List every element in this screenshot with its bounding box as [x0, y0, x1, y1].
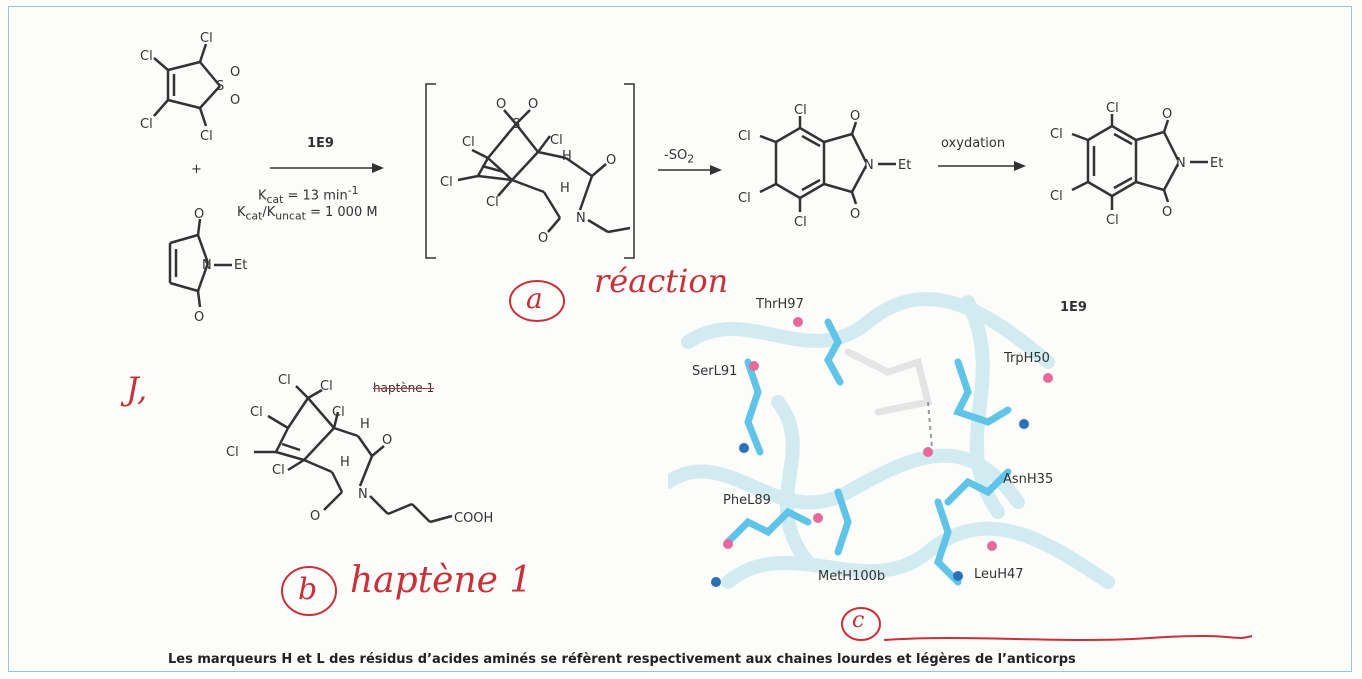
atom-et: Et [1210, 156, 1223, 171]
annotation-b-circle [281, 566, 337, 616]
atom-o: O [382, 433, 392, 448]
residue-label: TrpH50 [1004, 351, 1050, 366]
atom-cl: Cl [794, 215, 807, 230]
annotation-c-underline [883, 635, 1253, 641]
annotation-b-text: haptène 1 [350, 560, 533, 601]
atom-cl: Cl [250, 405, 263, 420]
atom-cl: Cl [1106, 101, 1119, 116]
figure-caption: Les marqueurs H et L des résidus d’acide… [168, 652, 1076, 667]
maleimide-structure: O O N Et [168, 207, 247, 325]
phthalimide-product-structure: Cl Cl Cl Cl O O N Et [1050, 101, 1223, 228]
atom-cl: Cl [440, 175, 453, 190]
annotation-c-circle [841, 607, 881, 641]
residue-label: MetH100b [818, 569, 886, 584]
residue-label: SerL91 [692, 364, 738, 379]
atom-cl: Cl [1050, 189, 1063, 204]
atom-o: O [496, 97, 506, 112]
atom-et: Et [898, 158, 911, 173]
residue-label: LeuH47 [974, 567, 1024, 582]
atom-o: O [850, 207, 860, 222]
hapten-structure: Cl Cl Cl Cl Cl Cl H H O N O COOH [226, 373, 493, 526]
atom-cl: Cl [200, 31, 213, 46]
atom-cl: Cl [272, 463, 285, 478]
atom-n: N [1176, 156, 1186, 171]
annotation-a-text: réaction [594, 262, 729, 300]
atom-s: S [216, 79, 224, 94]
atom-cl: Cl [794, 103, 807, 118]
intermediate-structure: O O S Cl Cl Cl Cl H H O N O [425, 83, 635, 259]
atom-o: O [194, 310, 204, 325]
atom-n: N [576, 211, 586, 226]
figure-frame [8, 6, 1352, 672]
kcat-ratio-label: Kcat/Kuncat = 1 000 M [237, 205, 378, 223]
atom-o: O [528, 97, 538, 112]
residue-label: AsnH35 [1003, 472, 1054, 487]
atom-cooh: COOH [454, 511, 493, 526]
atom-cl: Cl [1106, 213, 1119, 228]
atom-h: H [360, 417, 370, 432]
atom-cl: Cl [140, 117, 153, 132]
atom-et: Et [234, 258, 247, 273]
atom-cl: Cl [320, 379, 333, 394]
annotation-a-circle [509, 280, 565, 322]
atom-s: S [512, 117, 520, 132]
atom-n: N [358, 487, 368, 502]
protein-title: 1E9 [1060, 300, 1087, 315]
atom-cl: Cl [550, 133, 563, 148]
atom-o: O [230, 93, 240, 108]
atom-cl: Cl [226, 445, 239, 460]
atom-cl: Cl [462, 135, 475, 150]
atom-o: O [538, 231, 548, 246]
atom-o: O [230, 65, 240, 80]
reaction-arrow-3 [938, 161, 1026, 171]
oxidation-label: oxydation [941, 136, 1006, 151]
atom-cl: Cl [738, 191, 751, 206]
residue-label: PheL89 [723, 493, 771, 508]
atom-n: N [202, 258, 212, 273]
annotation-b-mark: b [298, 572, 318, 607]
atom-h: H [560, 181, 570, 196]
dihydro-product-structure: Cl Cl Cl Cl O O N Et [738, 103, 911, 230]
atom-o: O [310, 509, 320, 524]
catalyst-label: 1E9 [307, 136, 334, 151]
hapten-label-struck: haptène 1 [373, 381, 435, 395]
atom-cl: Cl [140, 49, 153, 64]
atom-o: O [1162, 107, 1172, 122]
binding-site-render [668, 292, 1115, 589]
atom-o: O [194, 207, 204, 222]
kcat-label: Kcat = 13 min-1 [258, 184, 359, 206]
atom-cl: Cl [738, 129, 751, 144]
atom-n: N [864, 158, 874, 173]
reaction-arrow-2 [658, 165, 722, 175]
annotation-c-mark: c [852, 608, 865, 633]
atom-h: H [562, 149, 572, 164]
atom-cl: Cl [200, 129, 213, 144]
atom-cl: Cl [486, 195, 499, 210]
atom-cl: Cl [1050, 127, 1063, 142]
atom-o: O [850, 109, 860, 124]
annotation-a-mark: a [526, 282, 543, 315]
thiophene-dioxide-structure: Cl Cl Cl Cl S O O [140, 31, 240, 144]
atom-cl: Cl [332, 405, 345, 420]
atom-h: H [340, 455, 350, 470]
so2-loss-label: -SO2 [664, 148, 695, 166]
atom-o: O [1162, 205, 1172, 220]
annotation-side-mark: J, [126, 370, 148, 408]
reaction-arrow-1 [270, 163, 384, 173]
atom-cl: Cl [278, 373, 291, 388]
plus-sign: + [191, 162, 202, 177]
atom-o: O [606, 153, 616, 168]
residue-label: ThrH97 [756, 297, 804, 312]
